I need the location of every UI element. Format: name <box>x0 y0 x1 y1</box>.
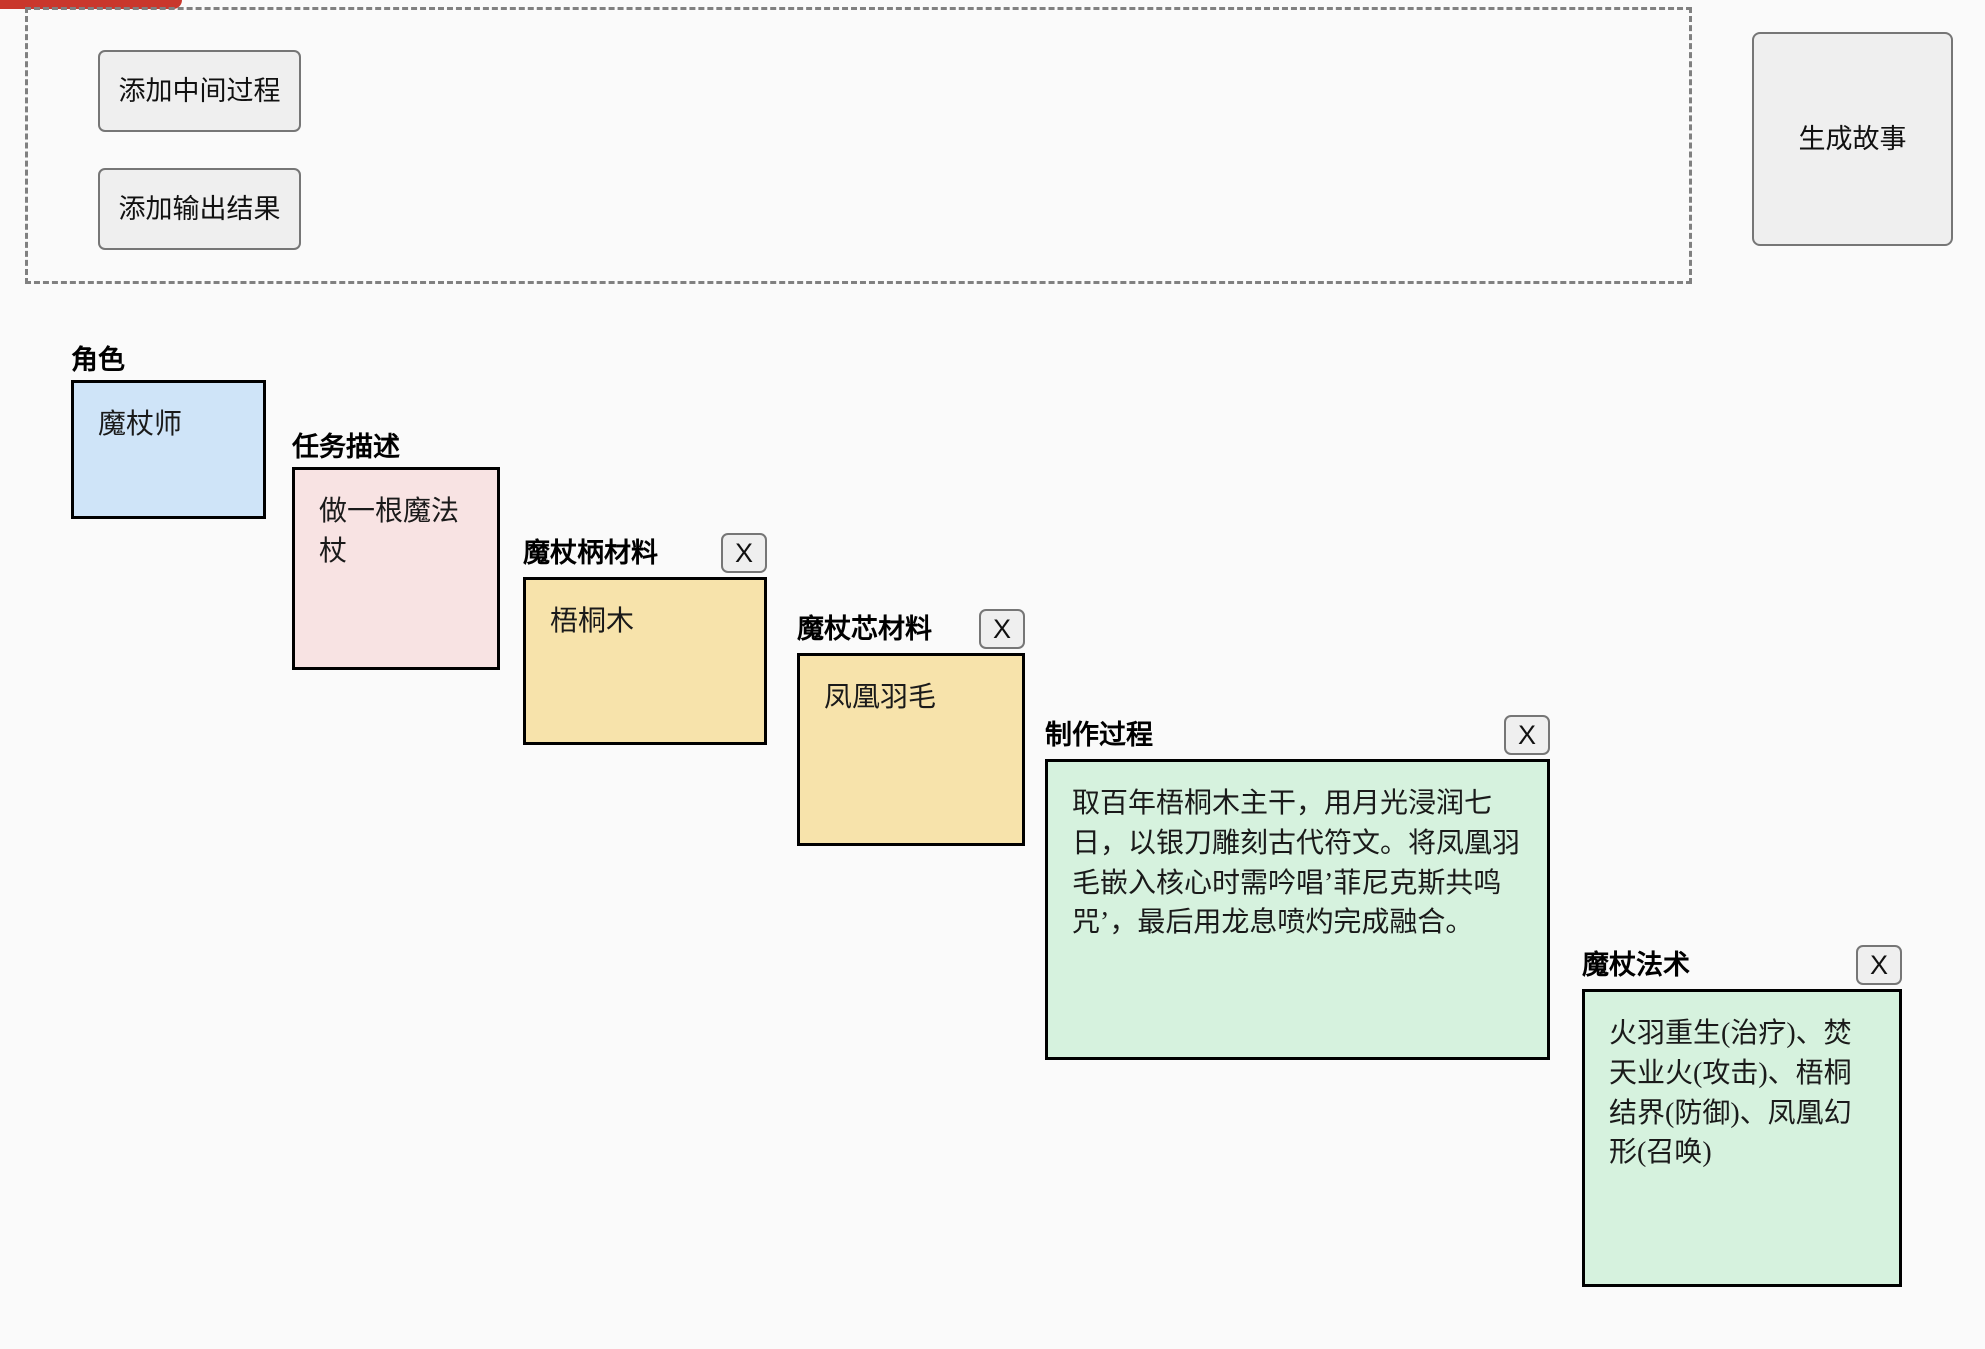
slot-core-material-header: 魔杖芯材料 X <box>797 609 1025 649</box>
top-accent-bar <box>0 0 182 9</box>
slot-role-value[interactable]: 魔杖师 <box>71 380 266 519</box>
remove-process-button[interactable]: X <box>1504 715 1550 755</box>
slot-process-value[interactable]: 取百年梧桐木主干，用月光浸润七日，以银刀雕刻古代符文。将凤凰羽毛嵌入核心时需吟唱… <box>1045 759 1550 1060</box>
slot-task-value[interactable]: 做一根魔法杖 <box>292 467 500 670</box>
slot-core-material-label: 魔杖芯材料 <box>797 613 932 644</box>
slot-role-header: 角色 <box>71 340 125 380</box>
slot-spells-header: 魔杖法术 X <box>1582 945 1902 985</box>
remove-core-material-button[interactable]: X <box>979 609 1025 649</box>
slot-task-header: 任务描述 <box>292 427 400 467</box>
slot-handle-material-label: 魔杖柄材料 <box>523 537 658 568</box>
builder-panel: 添加中间过程 添加输出结果 <box>25 7 1692 284</box>
generate-story-button[interactable]: 生成故事 <box>1752 32 1953 246</box>
slot-spells-value[interactable]: 火羽重生(治疗)、焚天业火(攻击)、梧桐结界(防御)、凤凰幻形(召唤) <box>1582 989 1902 1287</box>
add-output-result-button[interactable]: 添加输出结果 <box>98 168 301 250</box>
slot-handle-material-header: 魔杖柄材料 X <box>523 533 767 573</box>
slot-handle-material-value[interactable]: 梧桐木 <box>523 577 767 745</box>
remove-spells-button[interactable]: X <box>1856 945 1902 985</box>
slot-process-label: 制作过程 <box>1045 719 1153 750</box>
slot-task-label: 任务描述 <box>292 431 400 462</box>
slot-role-label: 角色 <box>71 344 125 375</box>
slot-core-material-value[interactable]: 凤凰羽毛 <box>797 653 1025 846</box>
remove-handle-material-button[interactable]: X <box>721 533 767 573</box>
slot-process-header: 制作过程 X <box>1045 715 1550 755</box>
slot-spells-label: 魔杖法术 <box>1582 949 1690 980</box>
add-intermediate-step-button[interactable]: 添加中间过程 <box>98 50 301 132</box>
